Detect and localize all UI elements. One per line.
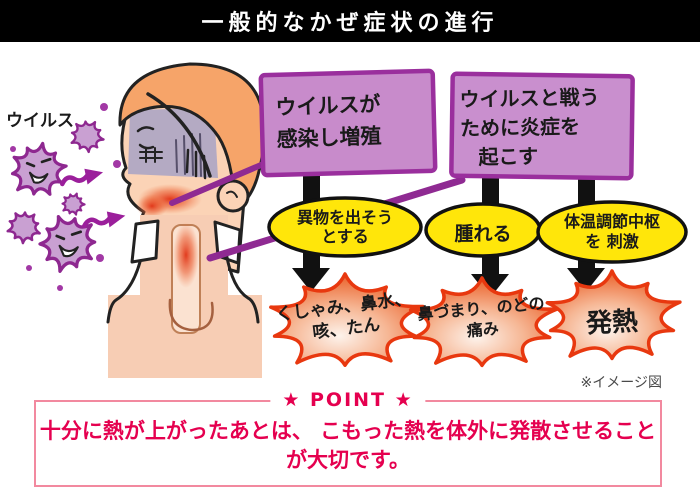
virus-icon — [6, 211, 41, 245]
title-bar: 一般的なかぜ症状の進行 — [0, 0, 700, 42]
symptom-burst-stuffy-nose — [411, 278, 557, 365]
person-head-illustration — [106, 62, 266, 378]
down-arrow-icon — [292, 268, 330, 292]
text-line: を 刺激 — [585, 232, 639, 251]
text-line: 感染し増殖 — [276, 123, 382, 152]
text-line: 異物を出そう — [296, 208, 393, 227]
text-line: 体温調節中枢 — [563, 212, 660, 231]
oval-temperature-center — [536, 200, 688, 264]
text-line: 十分に熱が上がったあとは、 — [39, 419, 313, 443]
point-box-label: ★ POINT ★ — [270, 389, 426, 411]
eyebrow-mark — [136, 126, 155, 133]
point-box: ★ POINT ★ 十分に熱が上がったあとは、 こもった熱を体外に発散させること… — [34, 389, 662, 487]
symptom-burst-sneeze — [271, 274, 423, 365]
down-arrow-icon — [567, 268, 605, 292]
callout-box-inflammation — [449, 71, 635, 181]
hair-fringe-line — [146, 92, 212, 178]
virus-icon — [61, 192, 86, 216]
image-disclaimer-note: ※イメージ図 — [580, 375, 662, 391]
nasal-passage-lines — [175, 133, 202, 177]
text-line: こもった熱を体外に発散させることが大切です。 — [286, 419, 657, 473]
esophagus-line — [168, 298, 214, 332]
callout-virus-multiply-text: ウイルスが 感染し増殖 — [275, 87, 427, 155]
virus-icon — [38, 215, 97, 273]
oval-temperature-center-text: 体温調節中枢 を 刺激 — [539, 212, 685, 252]
text-line: 起こす — [478, 144, 539, 170]
virus-label: ウイルス — [6, 111, 74, 131]
wavy-arrow-icon — [81, 211, 126, 229]
callout-inflammation-text: ウイルスと戦う ために炎症を 起こす — [459, 83, 626, 173]
oval-expel-foreign — [267, 196, 423, 258]
symptom-fever-text: 発熱 — [561, 299, 663, 341]
virus-face — [55, 230, 82, 258]
text-line: ウイルスと戦う — [459, 85, 600, 112]
text-line: とする — [321, 227, 369, 247]
shoulder-line-left — [106, 260, 142, 324]
virus-icon — [70, 120, 105, 154]
virus-cluster — [6, 103, 126, 291]
symptom-burst-fever — [547, 271, 680, 358]
text-line: 腫れる — [454, 223, 512, 245]
hair-strands — [185, 148, 207, 180]
closed-eye-mark — [139, 147, 163, 163]
shirt-collar-left — [130, 219, 160, 264]
throat-inflammation — [173, 222, 199, 288]
text-line: ために炎症を — [459, 114, 581, 141]
point-box-body: 十分に熱が上がったあとは、 こもった熱を体外に発散させることが大切です。 — [36, 417, 660, 476]
callout-box-virus-multiply — [258, 68, 438, 178]
oval-expel-foreign-text: 異物を出そう とする — [273, 208, 417, 246]
page-title: 一般的なかぜ症状の進行 — [201, 11, 499, 36]
shoulder-line-right — [224, 250, 260, 324]
ear-inner-line — [226, 190, 238, 198]
virus-dots — [10, 103, 121, 291]
oval-swelling-text: 腫れる — [428, 219, 538, 246]
ear — [216, 179, 250, 213]
virus-icon — [10, 141, 68, 196]
text-line: ウイルスが — [275, 91, 381, 120]
connector-box1-to-nose — [169, 159, 271, 206]
nostril-inflammation — [136, 194, 168, 218]
text-line: 発熱 — [585, 306, 639, 340]
wavy-arrow-icon — [60, 168, 104, 187]
virus-face — [25, 157, 52, 184]
